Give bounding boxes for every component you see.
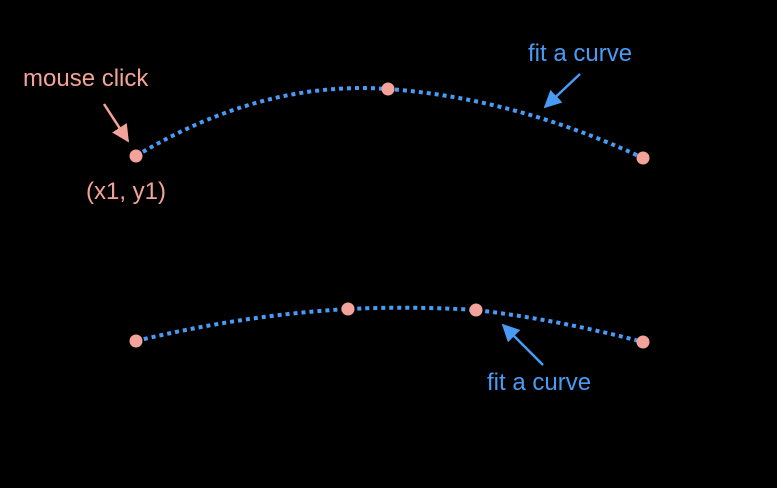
top-fit-curve-label: fit a curve [528, 40, 632, 67]
mouse-click-label: mouse click [23, 65, 149, 92]
point-coordinates-label: (x1, y1) [86, 178, 166, 205]
top-fit-curve-arrow [543, 73, 581, 109]
bottom-curve-group: fit a curve [129, 302, 650, 396]
top-point-2 [381, 82, 395, 96]
bottom-point-3 [469, 303, 483, 317]
top-fitted-curve [134, 86, 644, 160]
top-point-3 [636, 151, 650, 165]
bottom-fit-curve-label: fit a curve [487, 369, 591, 396]
top-curve-group: mouse click (x1, y1) fit a curve [23, 40, 650, 205]
mouse-click-arrow [102, 103, 130, 143]
bottom-point-2 [341, 302, 355, 316]
bottom-point-1 [129, 334, 143, 348]
top-point-1 [129, 149, 143, 163]
bottom-fitted-curve [135, 305, 644, 344]
bottom-point-4 [636, 335, 650, 349]
bottom-fit-curve-arrow [501, 323, 544, 366]
